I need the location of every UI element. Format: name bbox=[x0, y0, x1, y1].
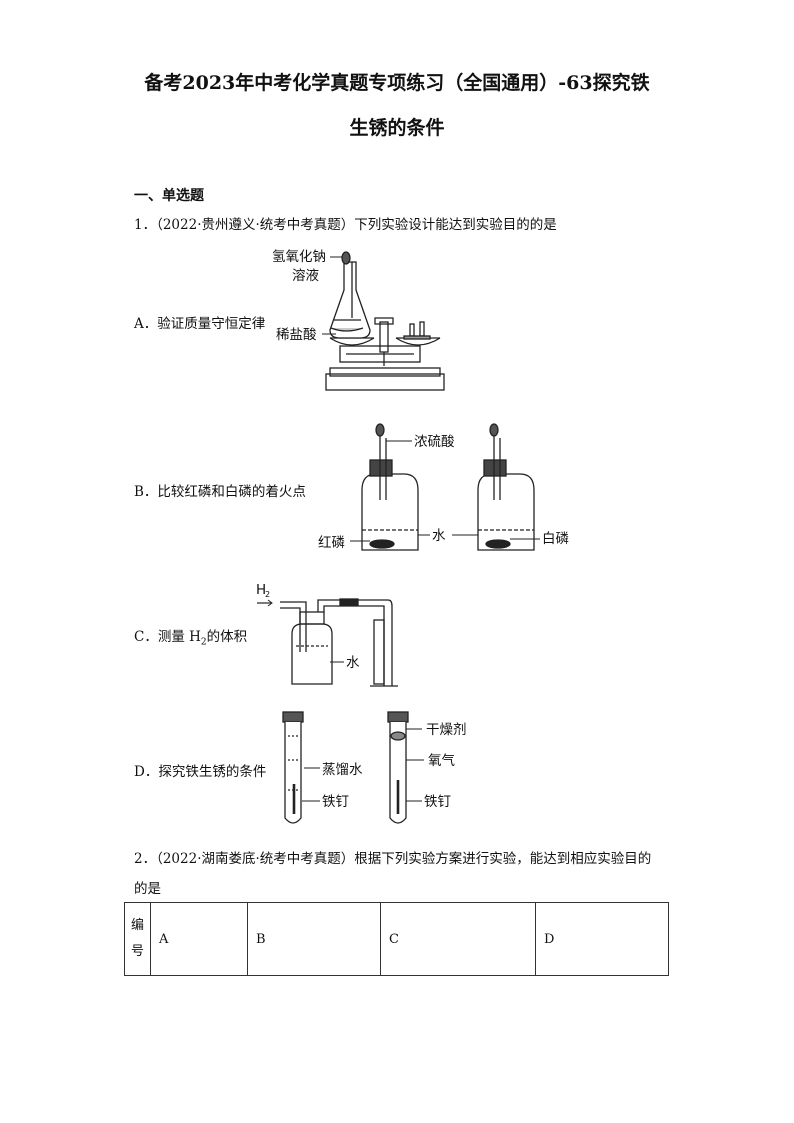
table-cell-d: D bbox=[535, 902, 669, 976]
label-distilled-water: 蒸馏水 bbox=[322, 762, 363, 778]
label-oxygen: 氧气 bbox=[428, 753, 455, 769]
table-header-cell: 编号 bbox=[123, 902, 152, 976]
label-h2: H bbox=[256, 582, 266, 598]
label-water-b: 水 bbox=[432, 528, 446, 544]
label-hcl: 稀盐酸 bbox=[276, 327, 317, 343]
figure-c-apparatus bbox=[280, 598, 398, 687]
question-2-stem-line1: 2．（2022·湖南娄底·统考中考真题）根据下列实验方案进行实验，能达到相应实验… bbox=[134, 851, 652, 867]
q1-option-b: B．比较红磷和白磷的着火点 bbox=[134, 484, 306, 500]
table-cell-c: C bbox=[380, 902, 537, 976]
label-white-phosphorus: 白磷 bbox=[542, 531, 569, 547]
label-red-phosphorus: 红磷 bbox=[318, 535, 345, 551]
table-cell-b: B bbox=[247, 902, 382, 976]
figure-a-balance bbox=[325, 251, 445, 391]
page-title-line2: 生锈的条件 bbox=[349, 117, 445, 139]
table-cell-a: A bbox=[150, 902, 249, 976]
q1-option-c: C．测量 H2的体积 bbox=[134, 625, 247, 648]
label-water-c: 水 bbox=[346, 655, 360, 671]
q2-table: 编号 A B C D bbox=[123, 902, 669, 976]
page-title-line1: 备考2023年中考化学真题专项练习（全国通用）-63探究铁 bbox=[144, 72, 650, 94]
label-naoh-2: 溶液 bbox=[292, 268, 319, 284]
label-sulfuric-acid: 浓硫酸 bbox=[414, 434, 455, 450]
question-2-stem-line2: 的是 bbox=[134, 881, 161, 897]
table-row: 编号 A B C D bbox=[123, 902, 669, 976]
question-1-stem: 1．（2022·贵州遵义·统考中考真题）下列实验设计能达到实验目的的是 bbox=[134, 217, 557, 233]
label-h2-sub: 2 bbox=[265, 590, 270, 599]
label-iron-nail-2: 铁钉 bbox=[424, 794, 451, 810]
q1-option-a: A．验证质量守恒定律 bbox=[134, 316, 266, 332]
option-c-text-end: 的体积 bbox=[206, 629, 248, 645]
header-char-1: 编 bbox=[131, 918, 145, 933]
header-char-2: 号 bbox=[131, 944, 145, 959]
q1-option-d: D．探究铁生锈的条件 bbox=[134, 764, 267, 780]
section-heading: 一、单选题 bbox=[134, 188, 204, 204]
figure-d-test-tubes bbox=[282, 711, 409, 824]
label-desiccant: 干燥剂 bbox=[426, 722, 467, 738]
option-c-subscript: 2 bbox=[200, 637, 207, 648]
figure-b-bottles bbox=[361, 423, 535, 551]
label-iron-nail-1: 铁钉 bbox=[322, 794, 349, 810]
option-c-text: C．测量 H bbox=[134, 629, 201, 645]
label-naoh-1: 氢氧化钠 bbox=[272, 249, 326, 265]
